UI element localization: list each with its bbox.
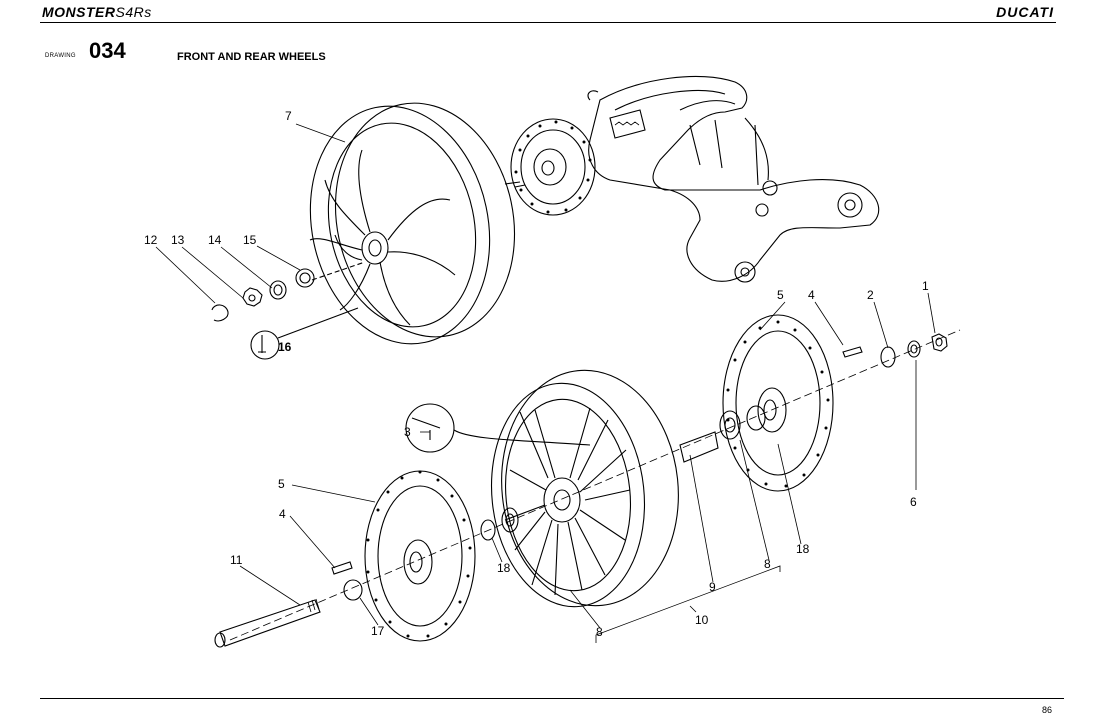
callout-5-right: 5 xyxy=(777,288,784,302)
rear-wheel xyxy=(309,102,516,345)
drawing-title: FRONT AND REAR WHEELS xyxy=(177,51,326,63)
callout-5-left: 5 xyxy=(278,477,285,491)
callout-18-left: 18 xyxy=(497,561,511,575)
model-variant: S4Rs xyxy=(115,4,152,20)
footer-rule xyxy=(40,698,1064,699)
leader-lines xyxy=(155,123,936,643)
front-disc-left xyxy=(364,470,476,642)
swingarm xyxy=(587,75,880,283)
callout-4-left: 4 xyxy=(279,507,286,521)
callout-11: 11 xyxy=(230,553,243,567)
callout-3: 3 xyxy=(404,425,411,439)
callout-8-left: 8 xyxy=(596,625,603,639)
callout-9: 9 xyxy=(709,580,716,594)
callout-6: 6 xyxy=(910,495,917,509)
callout-18-right: 18 xyxy=(796,542,810,556)
front-wheel xyxy=(490,369,679,608)
callout-4-right: 4 xyxy=(808,288,815,302)
callout-1: 1 xyxy=(922,279,929,293)
drawing-label: DRAWING xyxy=(45,53,76,59)
rear-hub-parts xyxy=(211,261,366,322)
callout-15: 15 xyxy=(243,233,257,247)
callout-16: 16 xyxy=(278,340,292,354)
model-name: MONSTERS4Rs xyxy=(42,4,152,20)
model-name-text: MONSTER xyxy=(42,4,116,20)
front-hub-parts xyxy=(214,329,961,648)
callout-7: 7 xyxy=(285,109,292,123)
callout-12: 12 xyxy=(144,233,158,247)
drawing-number: 034 xyxy=(89,38,126,63)
callout-14: 14 xyxy=(208,233,222,247)
disc-holes xyxy=(366,320,830,638)
callout-2: 2 xyxy=(867,288,874,302)
callout-13: 13 xyxy=(171,233,185,247)
callout-8-right: 8 xyxy=(764,557,771,571)
page-number: 86 xyxy=(1041,705,1052,715)
callout-10: 10 xyxy=(695,613,709,627)
brand-logo: DUCATI xyxy=(996,4,1054,20)
valve-detail-bubbles xyxy=(250,307,591,453)
callout-17: 17 xyxy=(371,624,385,638)
front-disc-right xyxy=(722,314,834,492)
rear-disc-holes xyxy=(514,120,592,214)
header-bar: MONSTERS4Rs DUCATI xyxy=(40,4,1056,23)
rear-brake-disc xyxy=(504,118,596,216)
